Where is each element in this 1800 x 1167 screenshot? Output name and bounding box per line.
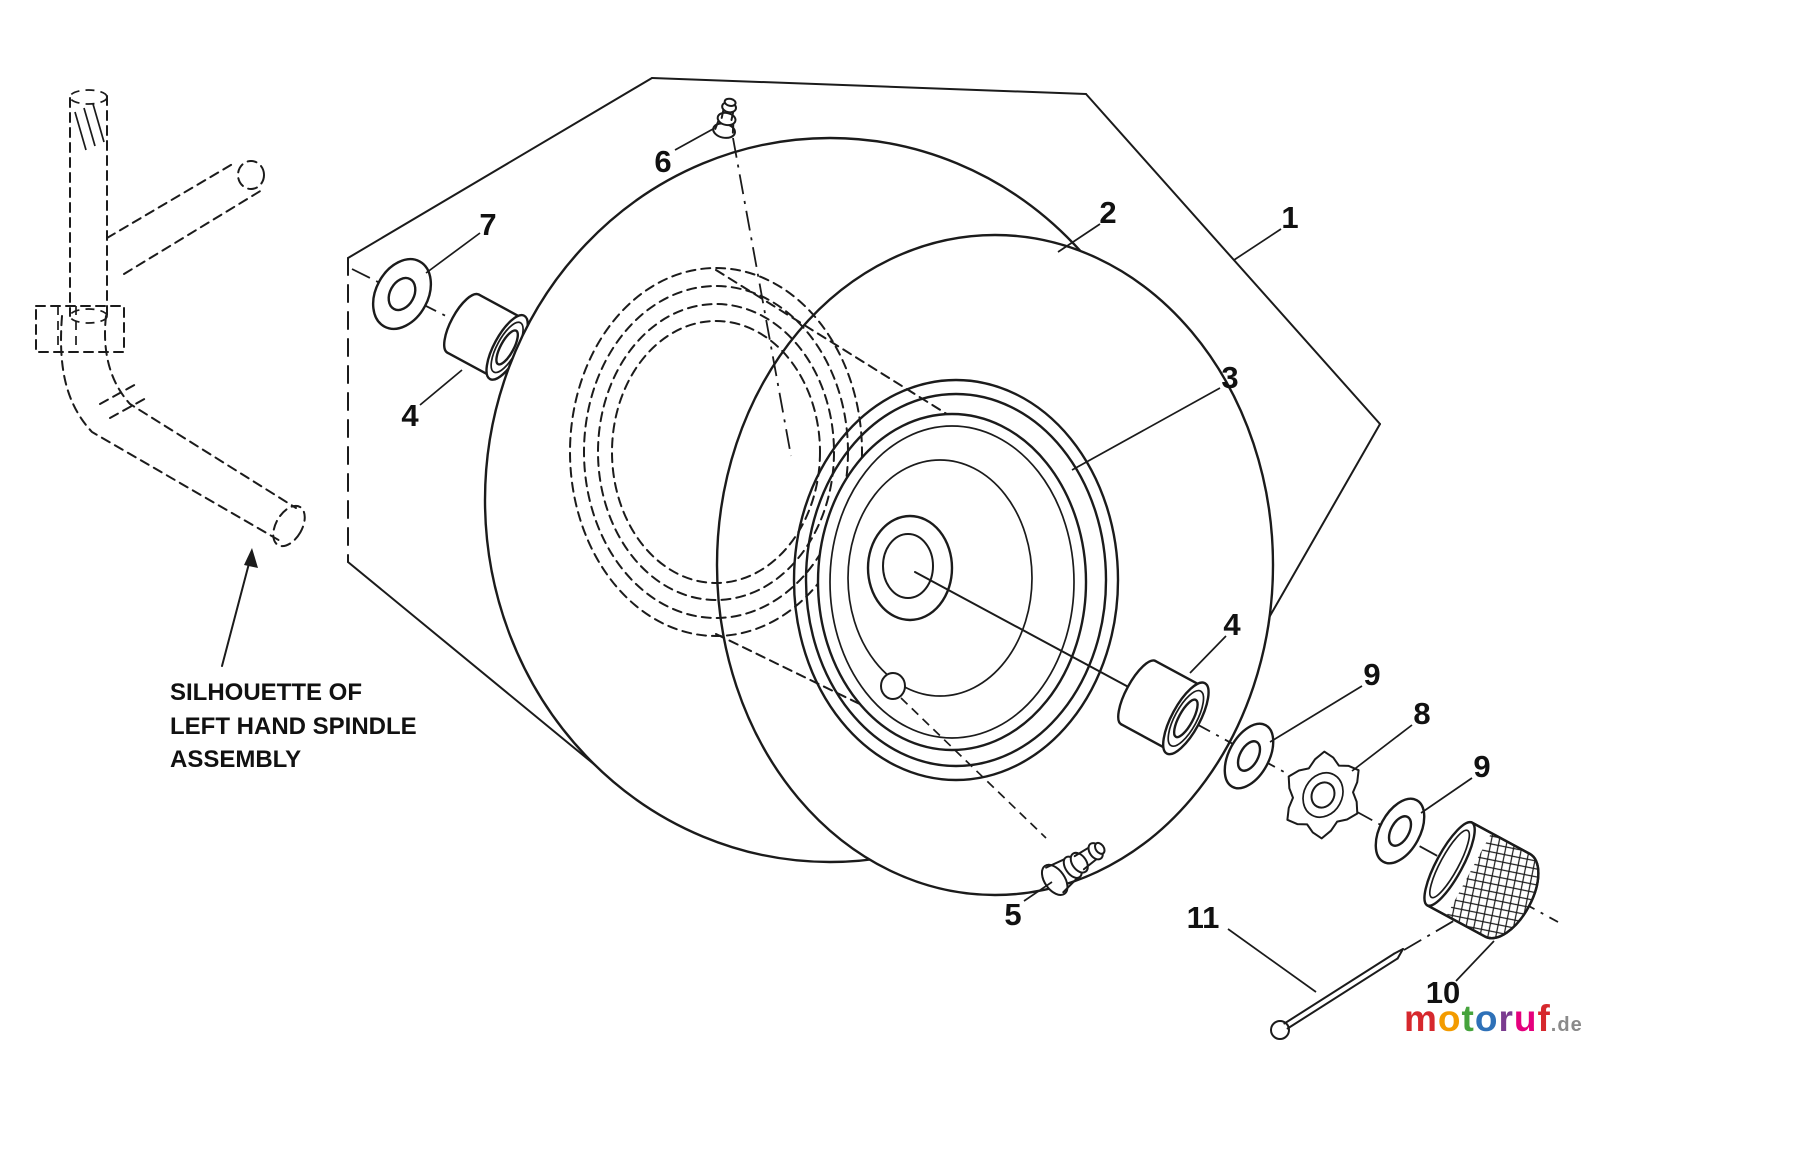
annotation-arrow-shaft (221, 551, 253, 667)
post-hatch (74, 111, 87, 151)
tire-bead-inner (804, 392, 1108, 768)
annotation-line3: ASSEMBLY (170, 746, 301, 773)
hub-cap (1423, 820, 1540, 940)
valve-stem (1040, 841, 1106, 896)
callout-4-rear: 4 (1223, 607, 1241, 642)
bushing-rear (1117, 659, 1210, 756)
logo-letter: u (1513, 998, 1538, 1039)
callout-5: 5 (1004, 897, 1021, 932)
callout-2: 2 (1099, 195, 1116, 230)
mount-plate (35, 305, 125, 353)
callout-8: 8 (1413, 696, 1430, 731)
bushing-front (443, 292, 529, 381)
annotation-line2: LEFT HAND SPINDLE (170, 713, 417, 740)
fork-edge (106, 161, 237, 239)
annotation-line1: SILHOUETTE OF (170, 679, 362, 706)
logo-letter: t (1461, 998, 1475, 1039)
silhouette-annotation: SILHOUETTE OF LEFT HAND SPINDLE ASSEMBLY (170, 548, 417, 773)
cotter-pin-loop (1270, 1020, 1290, 1040)
valve-core-centerline (732, 137, 792, 457)
annotation-arrowhead (244, 548, 258, 568)
wheel-rim (816, 412, 1161, 752)
fork-boss (237, 160, 265, 190)
callout-9-outer: 9 (1473, 749, 1490, 784)
spindle-silhouette (35, 89, 306, 548)
spindle-arm-inner (104, 315, 297, 509)
callout-9-inner: 9 (1363, 657, 1380, 692)
valve-hole (880, 672, 906, 700)
tire-bead-outer (792, 378, 1120, 782)
logo-letter: o (1437, 998, 1462, 1039)
callout-10: 10 (1426, 975, 1460, 1010)
rim-hub (866, 514, 954, 622)
callout-4-front: 4 (401, 398, 419, 433)
axle-line (914, 571, 1161, 705)
spindle-arm-outer (60, 315, 283, 543)
washer-inner (1223, 722, 1275, 790)
callout-3: 3 (1221, 360, 1238, 395)
callout-leaders (419, 128, 1495, 993)
logo-letter: o (1474, 998, 1499, 1039)
flat-washer-front (371, 257, 433, 331)
cotter-pin (1270, 948, 1404, 1040)
callout-7: 7 (479, 207, 496, 242)
washer-outer (1374, 797, 1426, 865)
callout-numbers: 1 2 3 4 4 5 6 7 8 9 9 10 11 (401, 144, 1490, 1010)
callout-11: 11 (1187, 900, 1220, 935)
arm-end-cap (272, 504, 306, 548)
valve-stem-leader (900, 697, 1047, 839)
knurl-texture (1446, 833, 1539, 939)
callout-1: 1 (1281, 200, 1298, 235)
logo-letter: f (1537, 998, 1551, 1039)
logo-suffix: .de (1550, 1014, 1583, 1036)
valve-core (712, 97, 738, 139)
cotter-pin-centerline (1403, 915, 1463, 951)
flange-nut (1286, 750, 1360, 840)
callout-6: 6 (654, 144, 671, 179)
site-watermark: motoruf.de (1404, 1000, 1583, 1037)
logo-letter: r (1498, 998, 1514, 1039)
logo-letter: m (1404, 998, 1438, 1039)
